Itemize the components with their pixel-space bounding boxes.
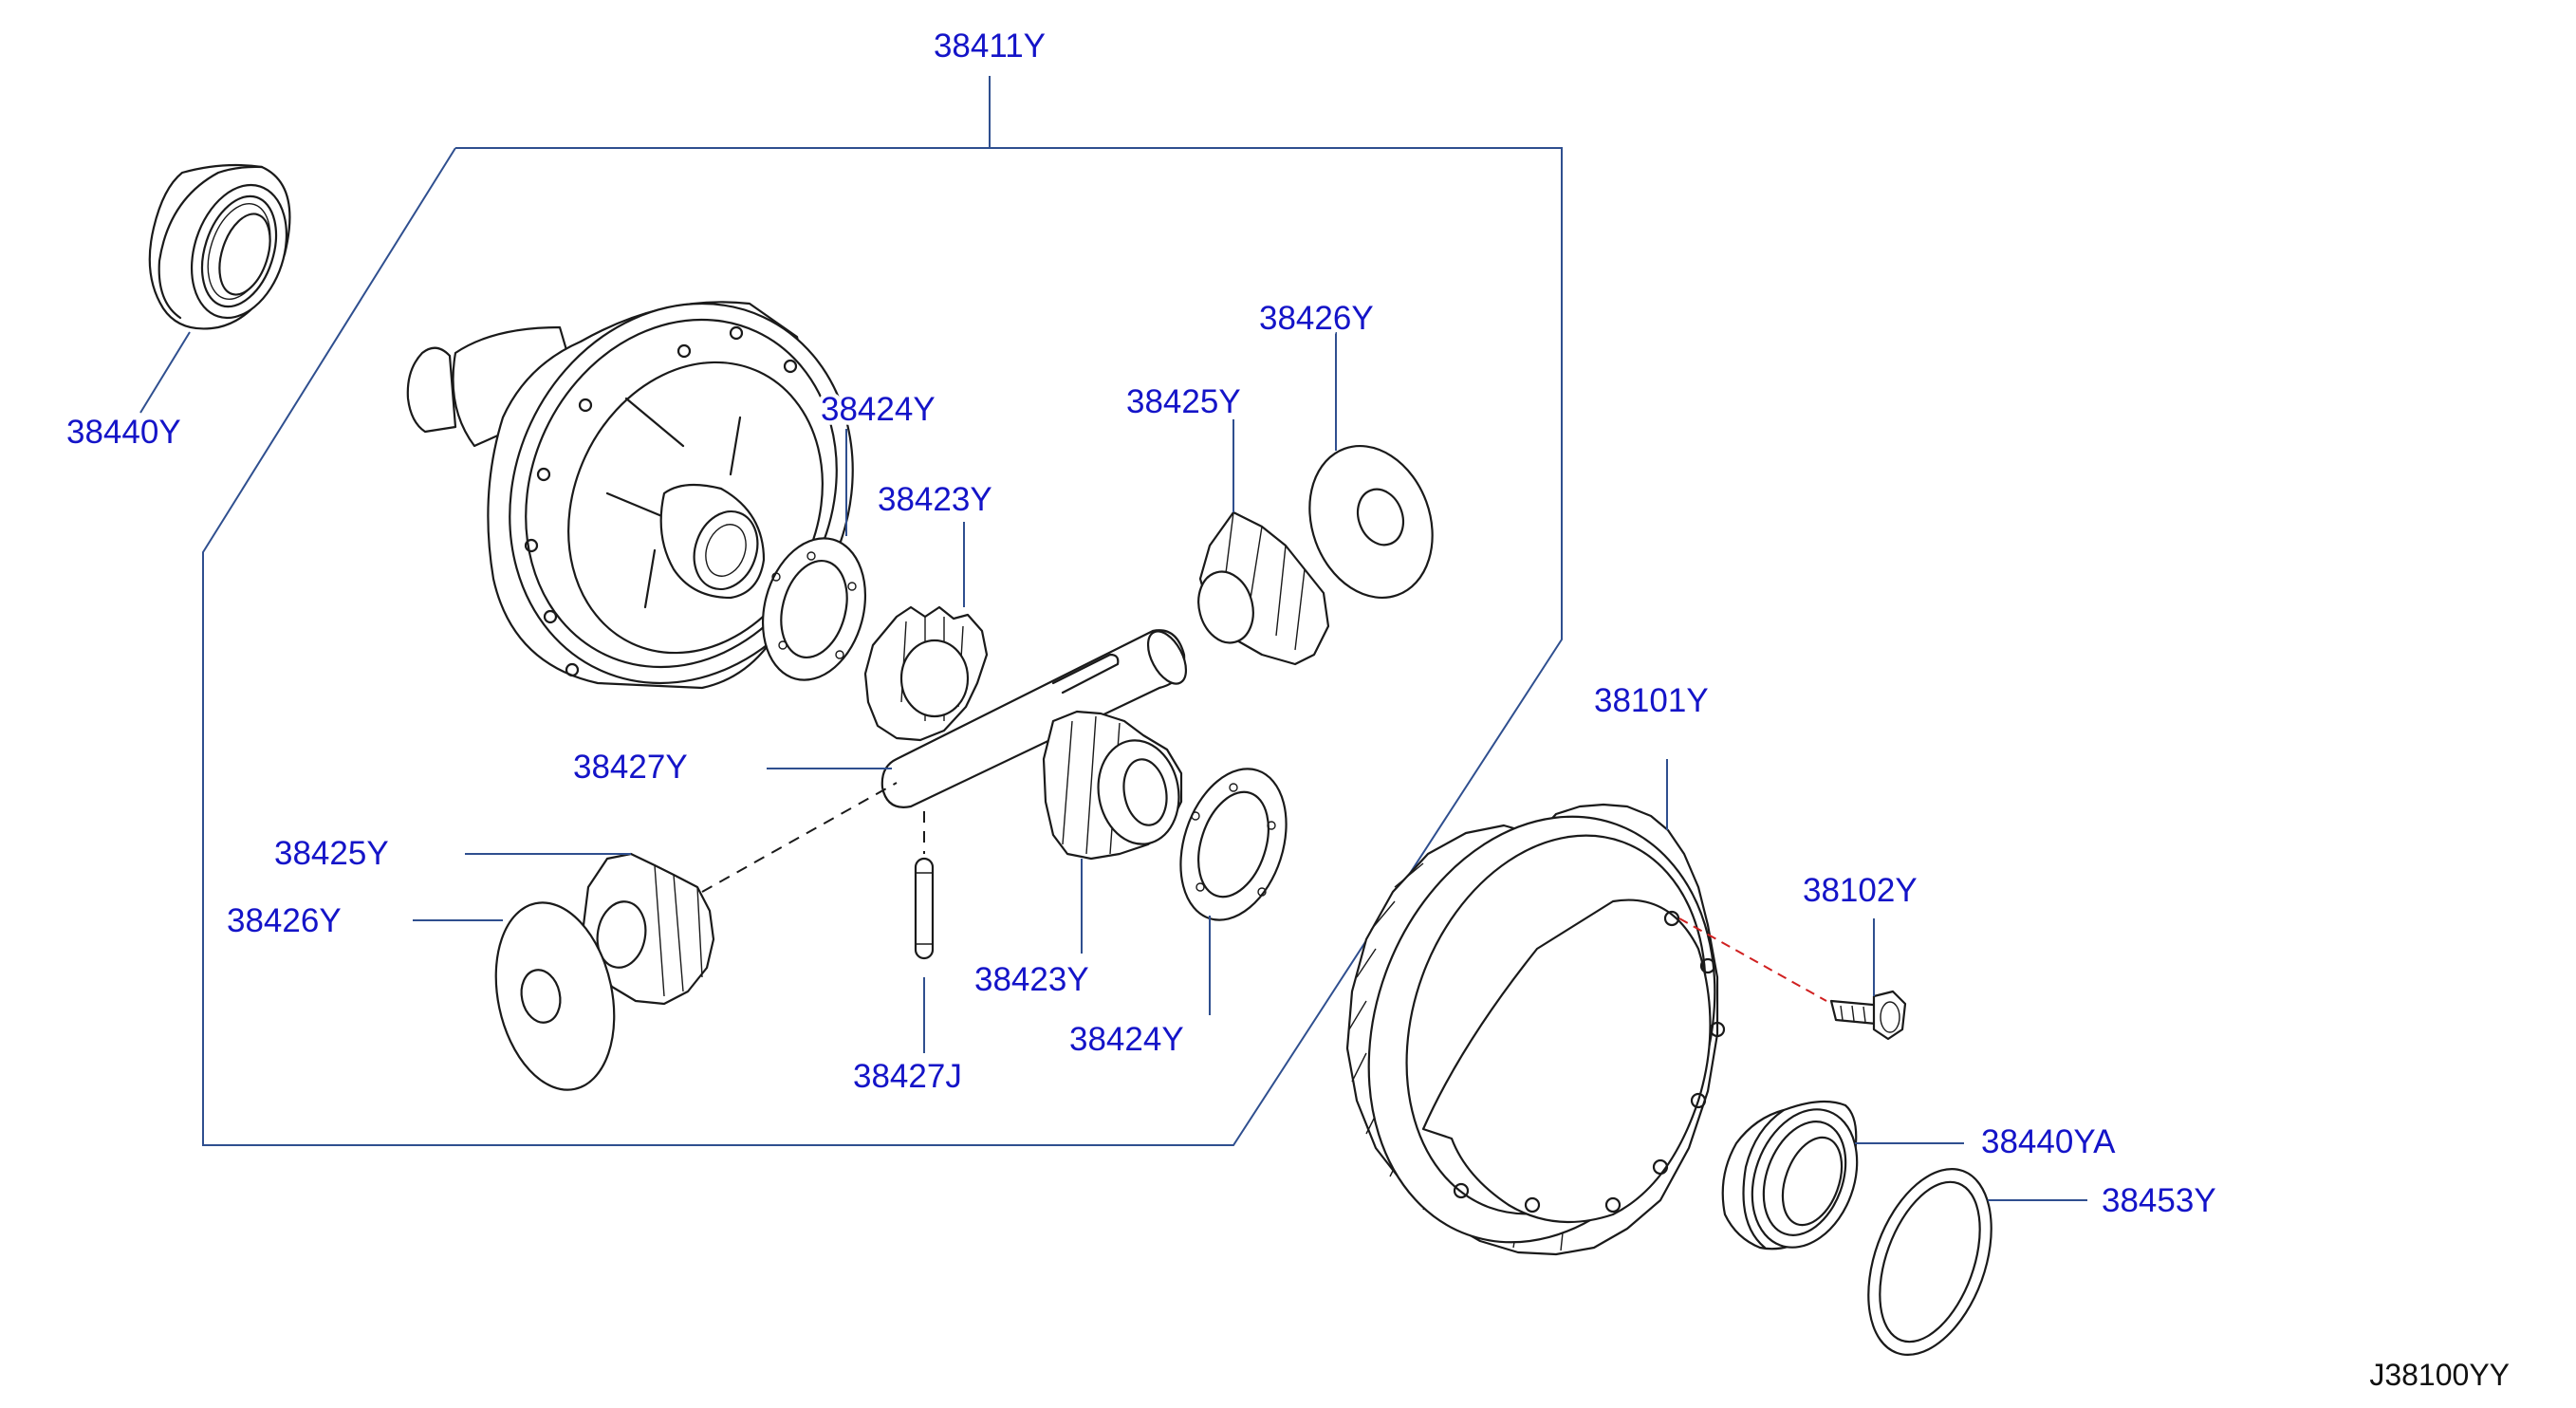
label-38423Y-bottom: 38423Y [974,961,1089,998]
side-gear-top [863,605,989,742]
label-38424Y-top: 38424Y [821,391,936,428]
label-38423Y-top: 38423Y [878,481,992,518]
case-assembly-boundary [202,76,1563,1146]
side-bearing-right [1721,1100,1859,1251]
label-38426Y-bottom: 38426Y [227,902,342,939]
pinion-gear-bottom [582,852,715,1006]
lock-pin [914,811,935,960]
label-38440YA: 38440YA [1981,1123,2116,1160]
label-38424Y-bottom: 38424Y [1069,1021,1184,1058]
label-38426Y-top: 38426Y [1259,300,1374,337]
label-38101Y: 38101Y [1594,682,1709,719]
thrust-washer-pinion-top [1308,444,1434,600]
ring-gear-bolt [1678,917,1907,1041]
ring-gear [1345,803,1726,1256]
label-38411Y: 38411Y [934,28,1046,65]
label-38427J: 38427J [853,1058,962,1095]
thrust-washer-top [761,537,867,681]
pinion-gear-top [1197,510,1330,666]
diagram-reference-code: J38100YY [2369,1358,2510,1392]
label-38425Y-top: 38425Y [1126,383,1241,420]
side-bearing-left [148,163,291,330]
pinion-shaft [701,629,1188,893]
side-gear-bottom [1042,710,1183,861]
thrust-washer-pinion-bottom [494,901,616,1091]
label-38425Y-bottom: 38425Y [274,835,389,872]
label-38440Y: 38440Y [66,414,181,451]
differential-case [406,301,854,690]
label-38102Y: 38102Y [1803,872,1918,909]
label-38427Y: 38427Y [573,749,688,786]
label-38453Y: 38453Y [2102,1182,2216,1219]
adjusting-shim [1867,1168,1992,1356]
leader-38440Y [139,331,191,414]
thrust-washer-bottom [1179,768,1288,921]
